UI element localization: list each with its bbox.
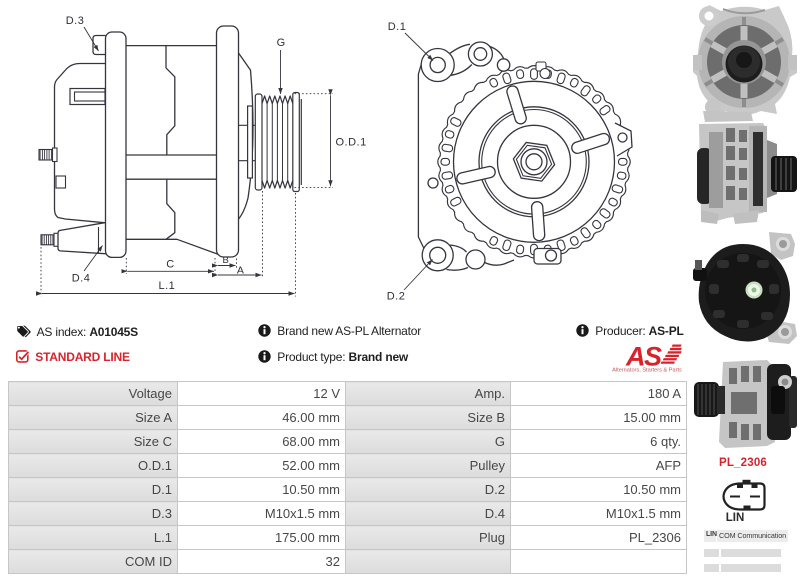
svg-text:O.D.1: O.D.1 [336, 137, 367, 149]
svg-text:Alternators, Starters & Parts: Alternators, Starters & Parts [612, 368, 682, 374]
svg-text:A: A [237, 265, 244, 277]
svg-text:D.1: D.1 [388, 21, 407, 33]
svg-text:C: C [166, 259, 174, 271]
svg-text:AS: AS [625, 342, 662, 372]
svg-text:D.4: D.4 [72, 273, 91, 285]
svg-text:D.3: D.3 [66, 15, 85, 27]
svg-text:B: B [223, 255, 230, 266]
svg-text:G: G [277, 37, 286, 49]
svg-text:D.2: D.2 [387, 291, 406, 303]
svg-text:L.1: L.1 [159, 280, 176, 292]
